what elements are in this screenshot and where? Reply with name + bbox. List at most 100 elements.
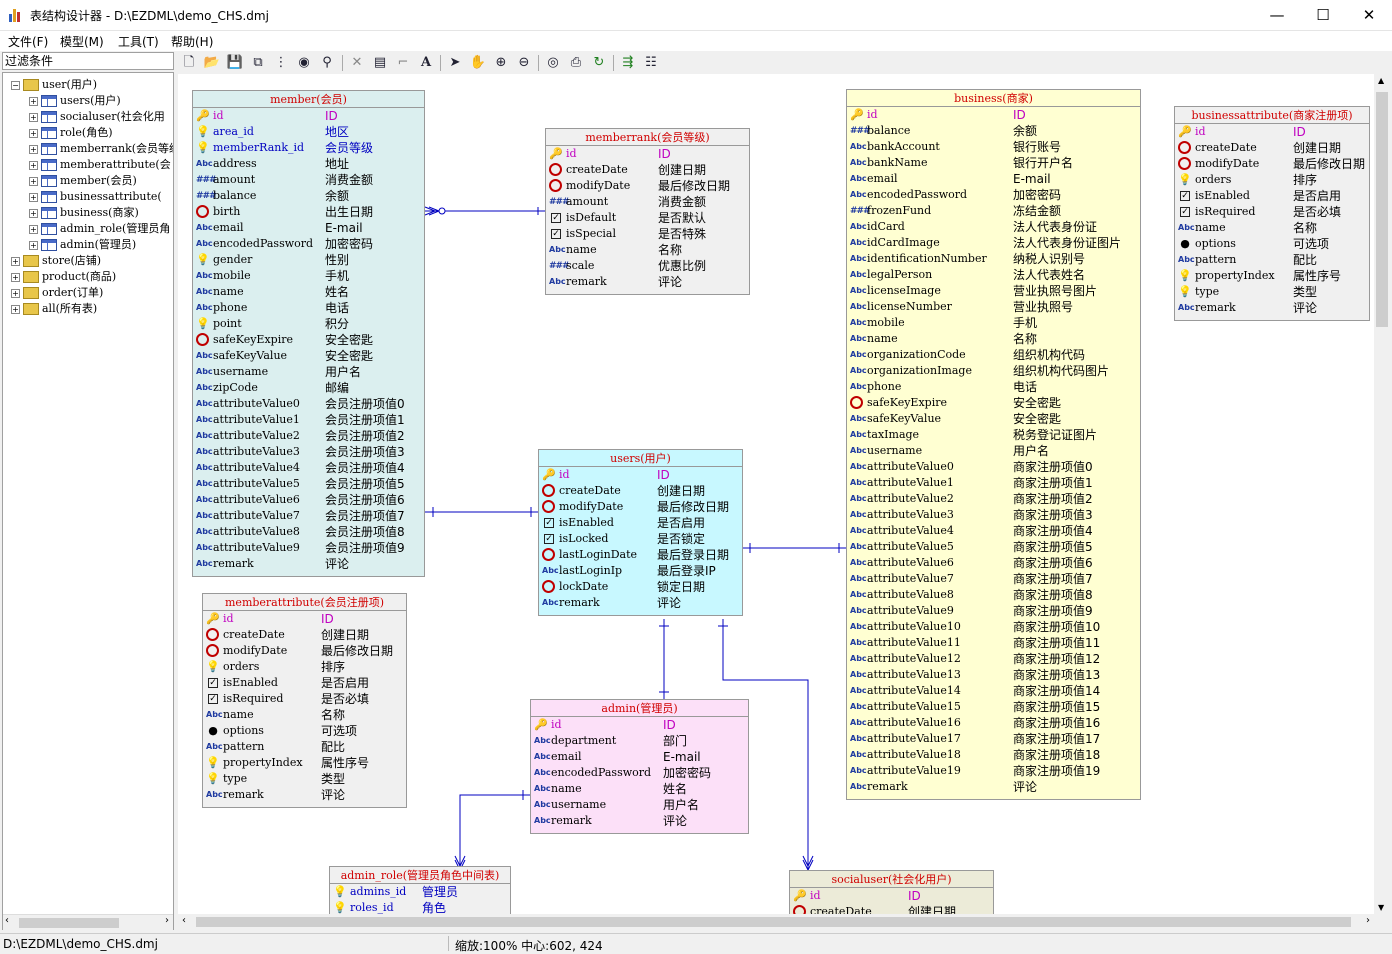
tree-node-store[interactable]: +store(店铺) [11,254,102,267]
vertical-scroll-thumb[interactable] [1376,92,1388,327]
canvas-vertical-scrollbar[interactable]: ▲ ▼ [1374,74,1390,914]
tree-node-user[interactable]: −user(用户) [11,78,98,91]
maximize-button[interactable]: ☐ [1316,6,1330,24]
tree-node-memberrank[interactable]: +memberrank(会员等级 [29,142,174,155]
tree-node-admin[interactable]: +admin(管理员) [29,238,137,251]
tree-node-product[interactable]: +product(商品) [11,270,117,283]
open-icon[interactable]: 📂 [203,55,221,70]
link-icon[interactable]: ⌐ [397,55,409,70]
export-icon[interactable]: ⎙ [570,55,582,70]
save-icon[interactable]: 💾 [226,55,244,70]
save-as-icon[interactable]: ⧉ [253,55,263,70]
tree-node-order[interactable]: +order(订单) [11,286,104,299]
tree-node-business[interactable]: +business(商家) [29,206,139,219]
import-icon[interactable]: ⇶ [622,55,634,70]
pointer-icon[interactable]: ➤ [449,55,461,70]
filter-field[interactable]: 过滤条件 [2,52,174,70]
zoom-in-icon[interactable]: ⊕ [495,55,507,70]
zoom-out-icon[interactable]: ⊖ [518,55,530,70]
minimize-button[interactable]: — [1269,6,1285,24]
menu-tools[interactable]: 工具(T) [118,35,159,49]
tree-node-admin-role[interactable]: +admin_role(管理员角 [29,222,171,235]
tree-node-socialuser[interactable]: +socialuser(社会化用 [29,110,165,123]
